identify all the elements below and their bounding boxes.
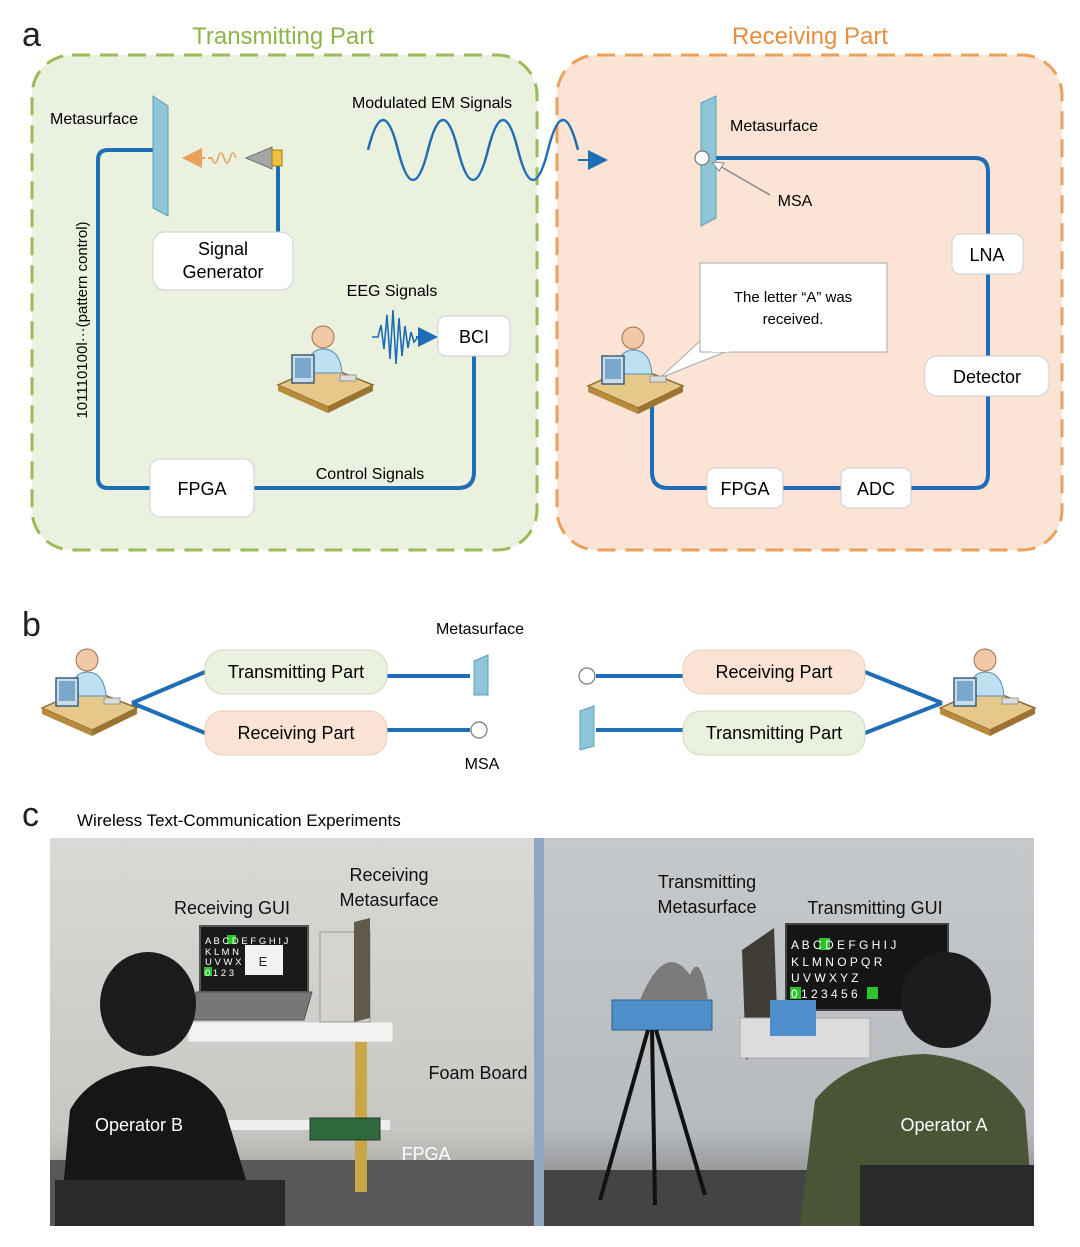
b-right-rx-label: Receiving Part [715,662,832,682]
control-signals-label: Control Signals [316,466,425,483]
receiving-metasurface-line1: Receiving [349,865,428,885]
signal-generator-box [152,231,294,291]
detector-box [924,355,1050,397]
bubble-line1: The letter “A” was [734,289,852,306]
foam-board-label: Foam Board [428,1063,527,1083]
bci-label: BCI [459,327,489,347]
b-msa-label: MSA [465,756,500,773]
transmitting-part-box [30,53,539,552]
receiving-gui-label: Receiving GUI [174,898,290,918]
b-left-operator-icon [41,648,138,737]
tx-fpga-box [149,458,255,518]
b-left-metasurface-icon [473,654,489,696]
lna-label: LNA [969,245,1004,265]
b-left-rx-label: Receiving Part [237,723,354,743]
receiving-metasurface-line2: Metasurface [339,890,438,910]
operator-b-head [100,952,196,1056]
photo-divider [534,838,544,1226]
b-right-tx-box [682,710,866,756]
left-screen-row-4: 0 1 2 3 [205,968,234,979]
transmitting-metasurface-rig [611,999,713,1031]
left-screen-row-1: A B C D E F G H I J [205,936,289,947]
photo-right [544,838,1034,1226]
b-right-operator-icon [939,648,1036,737]
tx-metasurface-label: Metasurface [50,111,138,128]
right-screen-row-1: A B C D E F G H I J [791,938,896,952]
transmitting-gui-label: Transmitting GUI [807,898,942,918]
left-screen-letter: E [259,954,268,969]
rx-fpga-label: FPGA [720,479,769,499]
tx-metasurface-icon [152,95,169,217]
rx-metasurface-label: Metasurface [730,118,818,135]
receive-title: Receiving Part [732,23,888,50]
right-screen-row-2: K L M N O P Q R [791,955,883,969]
right-screen-row-3: U V W X Y Z [791,971,859,985]
bci-box [437,315,511,357]
panel-c-letter: c [22,796,39,834]
pattern-control-label: 101110100l···(pattern control) [74,221,91,418]
b-left-tx-label: Transmitting Part [228,662,364,682]
tx-wire-loop [96,148,476,490]
panel-a-letter: a [22,16,41,54]
fpga-photo-label: FPGA [401,1144,450,1164]
operator-b-label: Operator B [95,1115,183,1135]
em-wave [366,118,580,182]
fpga-board [309,1117,381,1141]
b-left-rx-box [204,710,388,756]
panel-b-letter: b [22,606,41,644]
adc-box [840,467,912,509]
speech-bubble [699,262,888,353]
transmitting-metasurface-line2: Metasurface [657,897,756,917]
transmitting-metasurface-line1: Transmitting [658,872,756,892]
eeg-wave [372,309,432,365]
left-screen-row-2: K L M N [205,947,239,958]
rx-wire-loop [650,156,990,490]
b-right-msa-icon [578,667,596,685]
lna-box [951,233,1024,275]
adc-label: ADC [857,479,895,499]
transmit-title: Transmitting Part [192,23,374,50]
panel-c-title: Wireless Text-Communication Experiments [77,811,401,830]
eeg-signals-label: EEG Signals [347,283,438,300]
photo-left [50,838,534,1226]
b-right-tx-label: Transmitting Part [706,723,842,743]
operator-a-head [901,952,991,1048]
b-left-msa-icon [470,721,488,739]
bubble-line2: received. [763,311,824,328]
rx-fpga-box [706,467,784,509]
right-screen-row-4: 0 1 2 3 4 5 6 [791,987,858,1001]
detector-label: Detector [953,367,1021,387]
msa-icon [694,150,710,166]
b-right-metasurface-icon [579,705,595,751]
modulated-em-label: Modulated EM Signals [352,95,512,112]
signal-generator-line2: Generator [182,262,263,282]
tx-fpga-label: FPGA [177,479,226,499]
signal-generator-line1: Signal [198,239,248,259]
b-metasurface-label: Metasurface [436,621,524,638]
operator-a-label: Operator A [900,1115,987,1135]
b-left-tx-box [204,649,388,695]
b-right-rx-box [682,649,866,695]
msa-label: MSA [778,193,813,210]
left-screen-row-3: U V W X [205,957,242,968]
